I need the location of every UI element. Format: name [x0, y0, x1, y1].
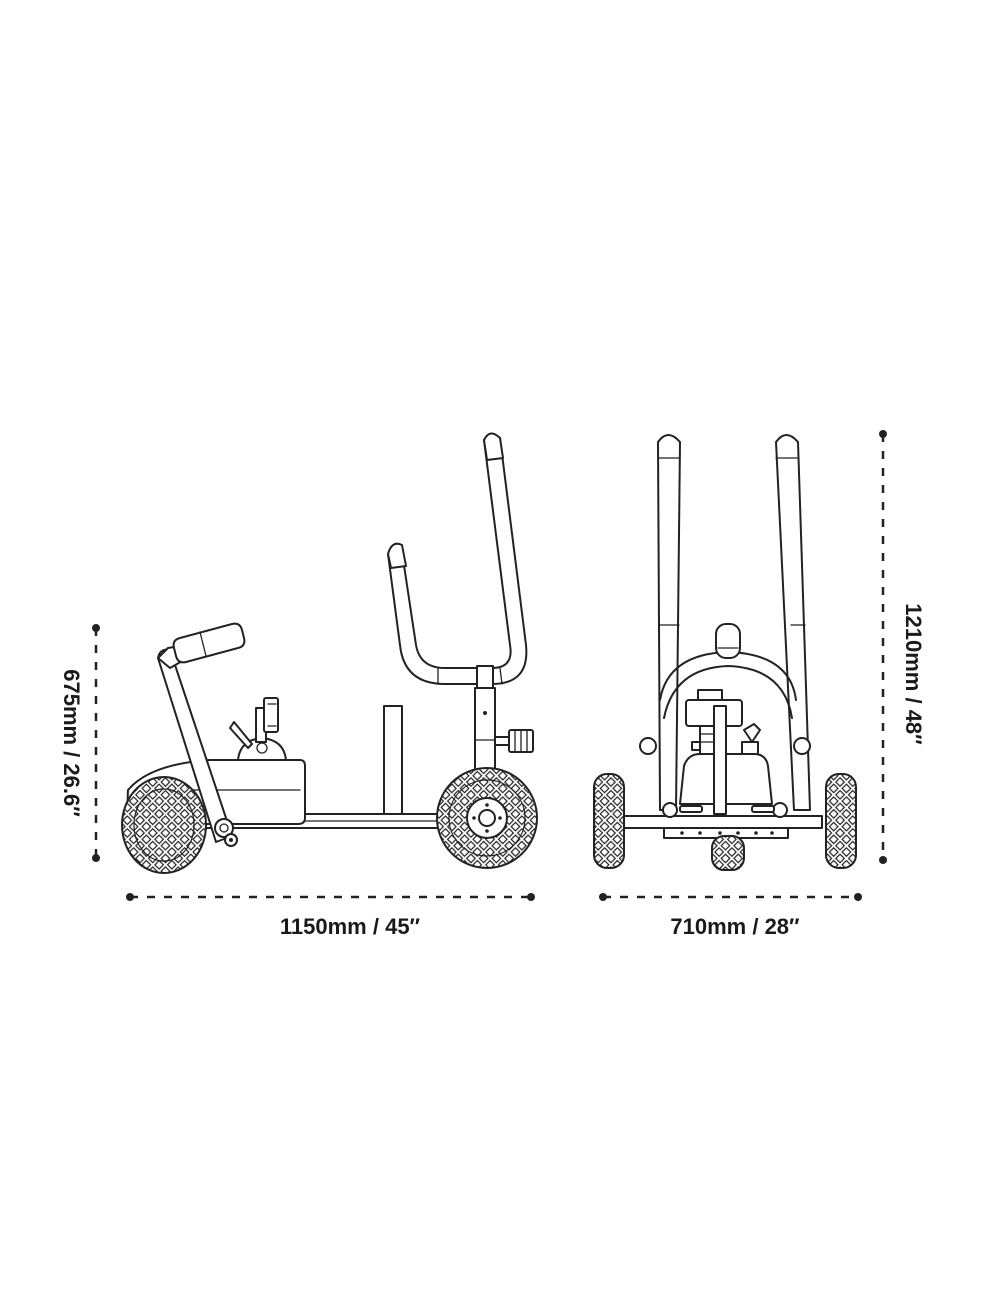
side-post: [474, 665, 534, 815]
side-length-dimension: 1150mm / 45″: [126, 893, 535, 939]
front-center-wheel: [711, 835, 745, 871]
front-arch: [659, 651, 797, 701]
side-rear-wheel: [436, 767, 538, 869]
front-chassis-bar: [621, 802, 823, 839]
side-front-wheel: [121, 776, 207, 874]
front-center-column: [685, 689, 761, 757]
side-height-dimension: 675mm / 26.6″: [59, 624, 100, 862]
front-view: [593, 434, 857, 871]
front-height-label: 1210mm / 48″: [901, 603, 926, 745]
side-view: [121, 432, 538, 874]
side-tall-handle: [387, 432, 528, 685]
front-left-handle: [657, 434, 681, 811]
front-left-bolt: [639, 737, 657, 755]
front-height-dimension: 1210mm / 48″: [879, 430, 926, 864]
front-width-dimension: 710mm / 28″: [599, 893, 862, 939]
side-height-label: 675mm / 26.6″: [59, 669, 84, 817]
side-control-panel: [229, 697, 287, 761]
side-steer-handle: [157, 622, 246, 847]
front-top-knob: [715, 623, 741, 659]
front-width-label: 710mm / 28″: [670, 914, 800, 939]
side-length-label: 1150mm / 45″: [280, 914, 421, 939]
front-left-wheel: [593, 773, 625, 869]
front-right-bolt: [793, 737, 811, 755]
front-right-wheel: [825, 773, 857, 869]
side-weight-horn: [383, 705, 403, 815]
